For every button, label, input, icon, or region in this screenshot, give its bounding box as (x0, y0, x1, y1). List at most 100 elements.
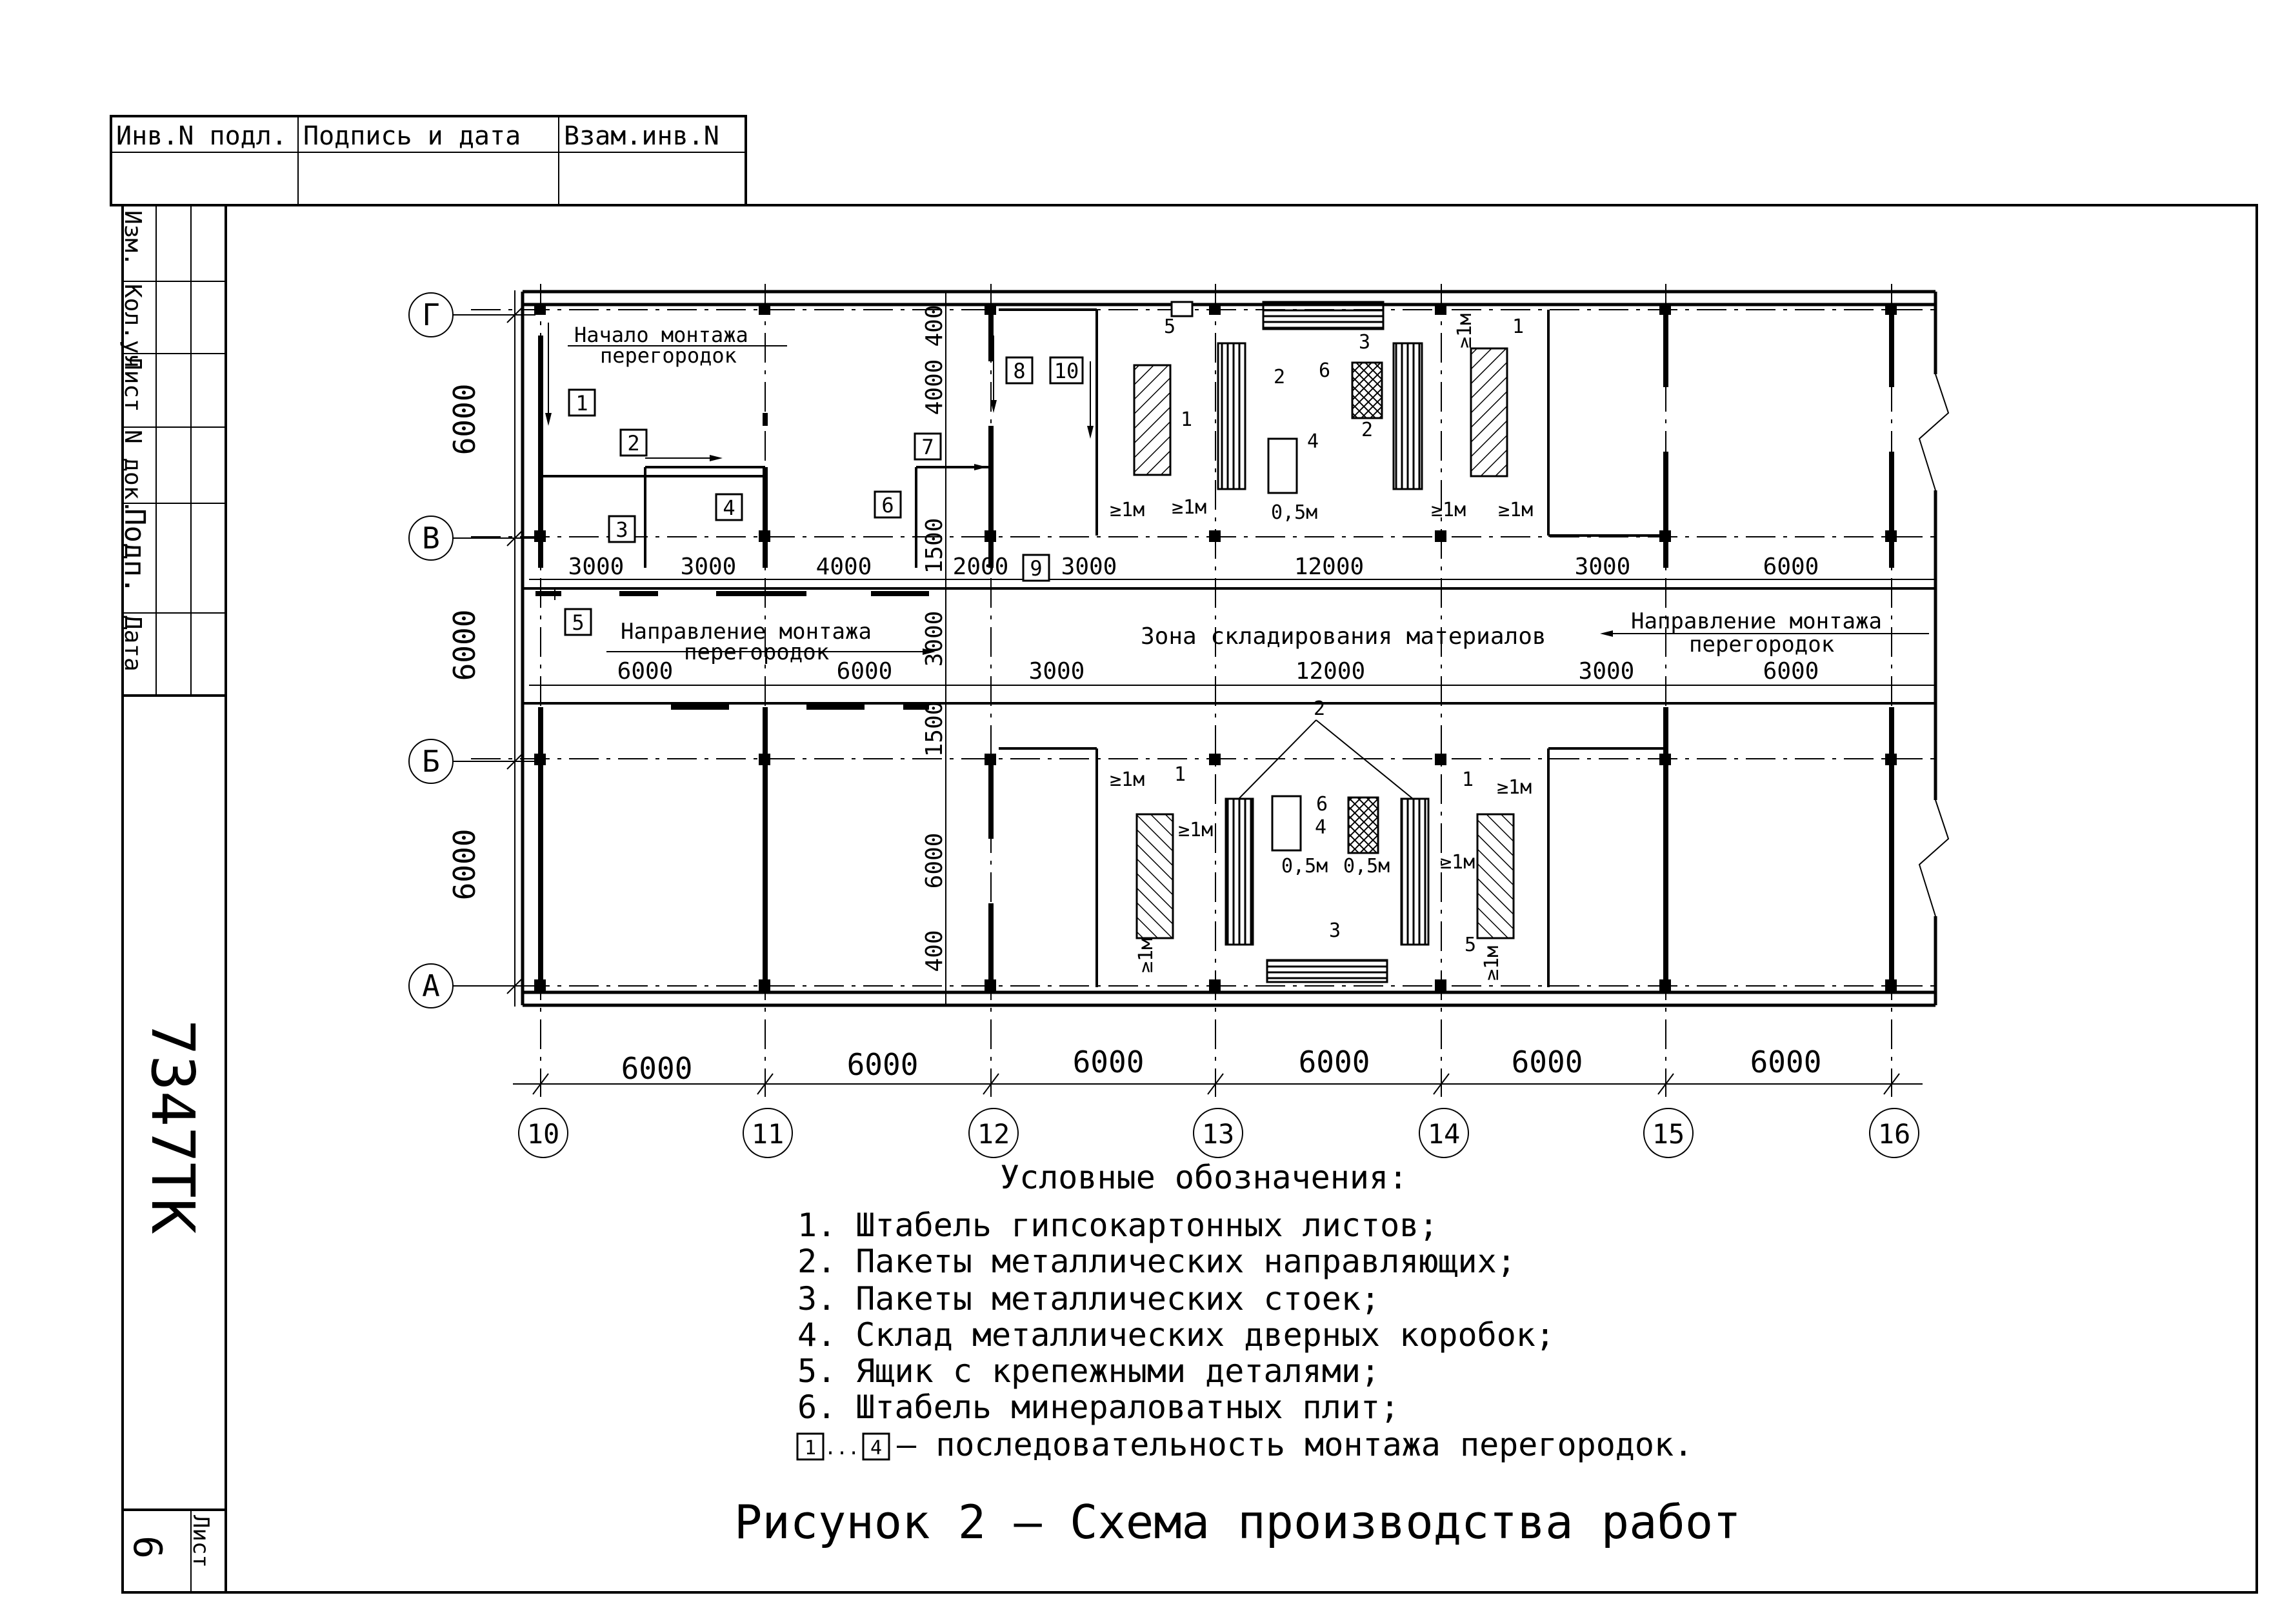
legend-item-5: 5. Ящик с крепежными деталями; (797, 1352, 1380, 1390)
col-axis-12: 12 (977, 1118, 1010, 1150)
upper-mark-1b: 1 (1512, 316, 1524, 338)
col-axis-16: 16 (1878, 1118, 1911, 1150)
materials-upper: 1 2 3 4 5 6 2 1 ≥1м ≥1м 0,5м ≥1м ≥1м ≥1м (1110, 301, 1533, 524)
legend-item-3: 3. Пакеты металлических стоек; (797, 1280, 1380, 1318)
upper-mark-2: 2 (1274, 366, 1285, 388)
dim-upper-7: 3000 (1575, 554, 1631, 580)
legend-item-6: 6. Штабель минераловатных плит; (797, 1388, 1399, 1426)
dim-upper-5: 3000 (1061, 554, 1117, 580)
dim-bottom-6: 6000 (1750, 1045, 1822, 1079)
top-stamp: Инв.N подл. Подпись и дата Взам.инв.N (110, 115, 747, 206)
building-plan (471, 284, 1950, 1097)
upper-mark-5: 5 (1164, 316, 1175, 338)
dim-lower-2: 6000 (837, 658, 893, 685)
stamp-sheet-label: Лист (188, 1515, 214, 1568)
seq-2: 2 (627, 431, 639, 456)
stamp-ndok: N док. (119, 430, 146, 514)
dim-bottom-3: 6000 (1073, 1045, 1145, 1079)
stamp-inv-podl: Инв.N подл. (116, 121, 287, 151)
seq-7: 7 (921, 435, 934, 459)
lower-mark-2: 2 (1314, 697, 1325, 720)
stamp-podpis: Подпись и дата (303, 121, 521, 151)
lower-mark-4: 4 (1315, 816, 1326, 839)
seq-9: 9 (1030, 556, 1042, 581)
legend-item-2: 2. Пакеты металлических направляющих; (797, 1243, 1516, 1280)
lower-ge1m-6: ≥1м (1481, 946, 1503, 981)
col-axis-11: 11 (752, 1118, 785, 1150)
dim-lower-3: 3000 (1029, 658, 1085, 685)
dim-upper-3: 4000 (816, 554, 872, 580)
seq-8: 8 (1013, 359, 1025, 383)
dim-bottom-1: 6000 (621, 1051, 693, 1086)
dim-v-1500b: 1500 (921, 701, 948, 757)
stamp-list: Лист (119, 356, 146, 412)
dir-right-label: Направление монтажа (1631, 608, 1882, 634)
stamp-koluch: Кол.уч (119, 284, 146, 368)
dim-upper-1: 3000 (568, 554, 625, 580)
dim-upper-6: 12000 (1294, 554, 1364, 580)
doc-code: 7347ТК (138, 1019, 207, 1234)
upper-mark-4: 4 (1307, 430, 1319, 453)
stamp-podp: Подп. (118, 508, 151, 594)
legend: Условные обозначения: 1. Штабель гипсока… (796, 1159, 1693, 1463)
legend-seq-dots: ... (825, 1437, 859, 1459)
legend-seq-to: 4 (870, 1437, 882, 1459)
seq-1: 1 (575, 391, 588, 416)
col-axis-14: 14 (1428, 1118, 1461, 1150)
lower-mark-6: 6 (1316, 793, 1328, 816)
dim-upper-2: 3000 (681, 554, 737, 580)
dims-bottom: 6000 6000 6000 6000 6000 6000 (513, 1045, 1923, 1095)
lower-ge1m-1: ≥1м (1110, 768, 1145, 791)
upper-mark-1: 1 (1181, 408, 1192, 431)
upper-ge1m-1: ≥1м (1110, 499, 1145, 521)
dim-v-1500a: 1500 (921, 518, 948, 574)
seq-5: 5 (572, 610, 584, 635)
start-label: Начало монтажа (574, 323, 748, 347)
dir-right-label-2: перегородок (1689, 632, 1834, 657)
lower-mark-5: 5 (1465, 934, 1476, 956)
lower-mark-1b: 1 (1462, 768, 1474, 791)
stamp-data: Дата (119, 616, 146, 672)
storage-zone-label: Зона складирования материалов (1141, 623, 1546, 650)
sequence-markers: 1 2 3 4 5 6 7 8 9 10 (564, 356, 1084, 636)
row-axis-V: В (422, 521, 440, 556)
lower-mark-1: 1 (1174, 763, 1186, 786)
dir-left-label: Направление монтажа (621, 619, 872, 645)
plan-labels: Начало монтажа перегородок Направление м… (568, 323, 1882, 665)
stamp-izm: Изм. (119, 210, 146, 266)
col-axis-markers: 10 11 12 13 14 15 16 (518, 1108, 1919, 1158)
sheet-number: 6 (125, 1536, 170, 1559)
dim-v-400b: 400 (921, 930, 948, 972)
col-axis-10: 10 (527, 1118, 560, 1150)
row-axis-markers: Г В Б А (408, 292, 535, 1008)
materials-lower: 1 2 3 4 5 6 1 ≥1м ≥1м 0,5м 0,5м ≥1м ≥1м … (1110, 697, 1532, 983)
lower-ge1m-5: ≥1м (1135, 938, 1157, 973)
legend-seq-text: – последовательность монтажа перегородок… (897, 1426, 1693, 1463)
dim-left-1: 6000 (447, 384, 482, 456)
figure-caption: Рисунок 2 – Схема производства работ (734, 1495, 1741, 1549)
col-axis-15: 15 (1652, 1118, 1685, 1150)
upper-ge1m-4: ≥1м (1498, 499, 1533, 521)
row-axis-B: Б (422, 744, 440, 779)
legend-title: Условные обозначения: (1000, 1159, 1408, 1196)
dim-lower-6: 6000 (1763, 658, 1819, 685)
dim-bottom-2: 6000 (847, 1047, 919, 1082)
dim-v-4000: 4000 (921, 359, 948, 416)
dim-upper-8: 6000 (1763, 554, 1819, 580)
lower-half-1: 0,5м (1281, 855, 1328, 877)
dim-lower-4: 12000 (1295, 658, 1365, 685)
dim-left-2: 6000 (447, 610, 482, 681)
upper-mark-3: 3 (1359, 331, 1370, 354)
lower-ge1m-2: ≥1м (1178, 819, 1213, 841)
dim-v-6000: 6000 (921, 833, 948, 889)
dim-v-3000: 3000 (921, 611, 948, 667)
lower-mark-3: 3 (1329, 919, 1341, 942)
seq-10: 10 (1054, 359, 1079, 383)
upper-ge1m-2: ≥1м (1172, 496, 1206, 519)
row-axis-A: А (422, 968, 440, 1003)
start-label-2: перегородок (600, 343, 737, 368)
legend-item-1: 1. Штабель гипсокартонных листов; (797, 1207, 1438, 1244)
lower-half-2: 0,5м (1343, 855, 1390, 877)
seq-4: 4 (723, 496, 735, 520)
